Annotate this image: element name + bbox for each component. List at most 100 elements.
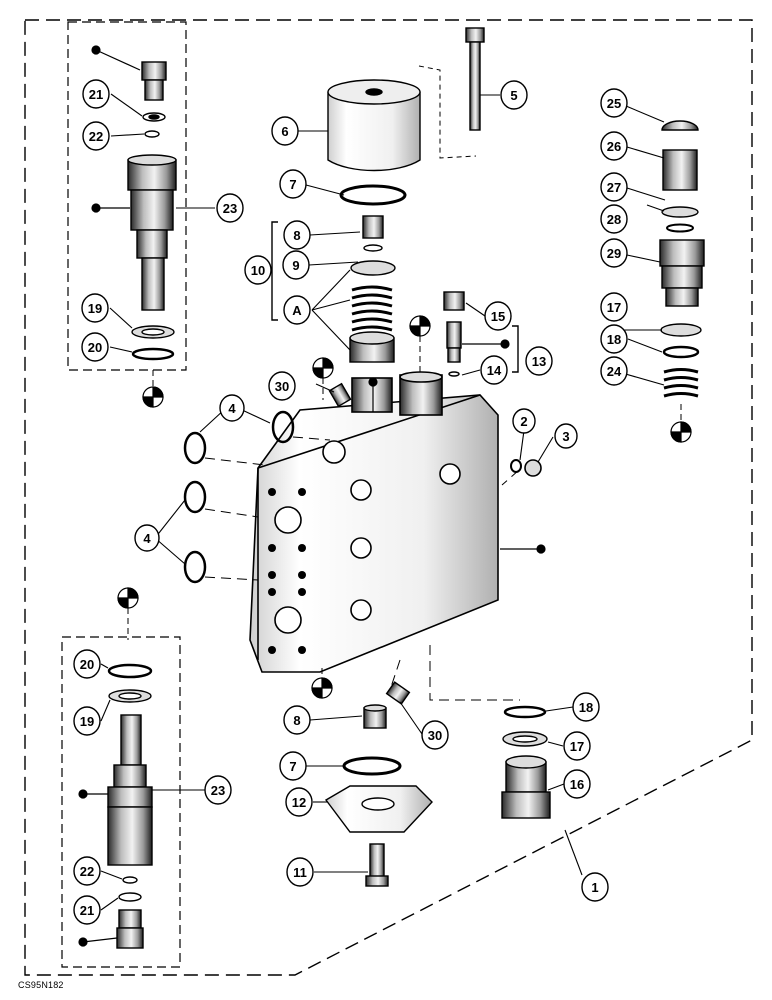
svg-text:22: 22 <box>89 129 103 144</box>
callout-22b: 22 <box>73 856 101 886</box>
callout-2: 2 <box>512 408 536 434</box>
centerline-symbols <box>117 315 692 699</box>
callout-4b: 4 <box>134 524 160 552</box>
svg-text:7: 7 <box>289 759 296 774</box>
svg-text:21: 21 <box>80 903 94 918</box>
black-dot-markers <box>78 45 546 947</box>
bottom-cover-group <box>324 704 433 887</box>
callout-A: A <box>283 295 311 325</box>
callout-19a: 19 <box>81 293 109 323</box>
callout-5: 5 <box>500 80 528 110</box>
callout-28: 28 <box>600 204 628 234</box>
bottom-right-valve <box>501 705 551 819</box>
check-valve-small <box>443 291 465 377</box>
o-rings-body-side <box>183 410 295 584</box>
relief-valve-top <box>127 61 177 361</box>
relief-valve-bottom <box>107 663 153 949</box>
callout-6: 6 <box>271 116 299 146</box>
svg-text:25: 25 <box>607 96 621 111</box>
callout-25: 25 <box>600 88 628 118</box>
callout-27: 27 <box>600 172 628 202</box>
svg-text:10: 10 <box>251 263 265 278</box>
svg-text:30: 30 <box>428 728 442 743</box>
callout-21b: 21 <box>73 895 101 925</box>
relief-valve-right <box>659 120 705 398</box>
figure-code: CS95N182 <box>18 980 64 990</box>
callout-9: 9 <box>282 250 310 280</box>
svg-text:17: 17 <box>570 739 584 754</box>
callout-19b: 19 <box>73 706 101 736</box>
svg-text:22: 22 <box>80 864 94 879</box>
valve-cover <box>327 79 421 172</box>
callout-30b: 30 <box>421 720 449 750</box>
inset-box-bottom-left <box>61 636 181 968</box>
callout-22a: 22 <box>82 121 110 151</box>
svg-text:11: 11 <box>293 865 307 880</box>
callout-24: 24 <box>600 356 628 386</box>
callout-8a: 8 <box>283 220 311 250</box>
callout-7b: 7 <box>279 751 307 781</box>
svg-text:21: 21 <box>89 87 103 102</box>
fitting-top <box>328 382 352 408</box>
svg-text:6: 6 <box>281 124 288 139</box>
callout-4a: 4 <box>219 394 245 422</box>
svg-text:8: 8 <box>293 713 300 728</box>
callout-23b: 23 <box>204 775 232 805</box>
callout-11: 11 <box>286 857 314 887</box>
svg-text:17: 17 <box>607 300 621 315</box>
callout-8b: 8 <box>283 705 311 735</box>
svg-text:16: 16 <box>570 777 584 792</box>
callout-20b: 20 <box>73 649 101 679</box>
svg-text:15: 15 <box>491 309 505 324</box>
o-ring-top <box>339 184 407 206</box>
callout-21a: 21 <box>82 79 110 109</box>
callout-7a: 7 <box>279 169 307 199</box>
callout-3: 3 <box>554 423 578 449</box>
svg-text:14: 14 <box>487 363 502 378</box>
svg-text:19: 19 <box>88 301 102 316</box>
callout-18a: 18 <box>572 692 600 722</box>
svg-text:20: 20 <box>88 340 102 355</box>
callout-17a: 17 <box>563 731 591 761</box>
svg-text:20: 20 <box>80 657 94 672</box>
svg-text:24: 24 <box>607 364 622 379</box>
long-bolt <box>465 27 485 131</box>
callout-17b: 17 <box>600 292 628 322</box>
inset-box-top-left <box>67 21 187 371</box>
svg-text:8: 8 <box>293 228 300 243</box>
callout-18b: 18 <box>600 324 628 354</box>
callout-14: 14 <box>480 355 508 385</box>
valve-body <box>249 371 499 673</box>
callout-10: 10 <box>244 255 272 285</box>
small-seal-and-nut <box>510 459 542 477</box>
svg-text:12: 12 <box>292 795 306 810</box>
callout-26: 26 <box>600 131 628 161</box>
callout-30a: 30 <box>268 371 296 401</box>
svg-text:29: 29 <box>607 246 621 261</box>
svg-text:27: 27 <box>607 180 621 195</box>
svg-text:23: 23 <box>223 201 237 216</box>
callout-20a: 20 <box>81 332 109 362</box>
callout-16: 16 <box>563 769 591 799</box>
svg-text:A: A <box>292 303 302 318</box>
fitting-bottom <box>385 681 411 705</box>
svg-text:28: 28 <box>607 212 621 227</box>
callout-1: 1 <box>581 872 609 902</box>
svg-text:26: 26 <box>607 139 621 154</box>
callout-23a: 23 <box>216 193 244 223</box>
callout-13: 13 <box>525 346 553 376</box>
svg-text:4: 4 <box>143 531 151 546</box>
assembly-boundary <box>24 19 753 976</box>
plug-spring-stack <box>349 215 396 363</box>
svg-text:3: 3 <box>562 429 569 444</box>
svg-text:9: 9 <box>292 258 299 273</box>
svg-text:2: 2 <box>520 414 527 429</box>
svg-text:1: 1 <box>591 880 598 895</box>
svg-text:19: 19 <box>80 714 94 729</box>
svg-text:18: 18 <box>579 700 593 715</box>
callout-15: 15 <box>484 301 512 331</box>
svg-text:23: 23 <box>211 783 225 798</box>
callout-29: 29 <box>600 238 628 268</box>
svg-text:4: 4 <box>228 401 236 416</box>
